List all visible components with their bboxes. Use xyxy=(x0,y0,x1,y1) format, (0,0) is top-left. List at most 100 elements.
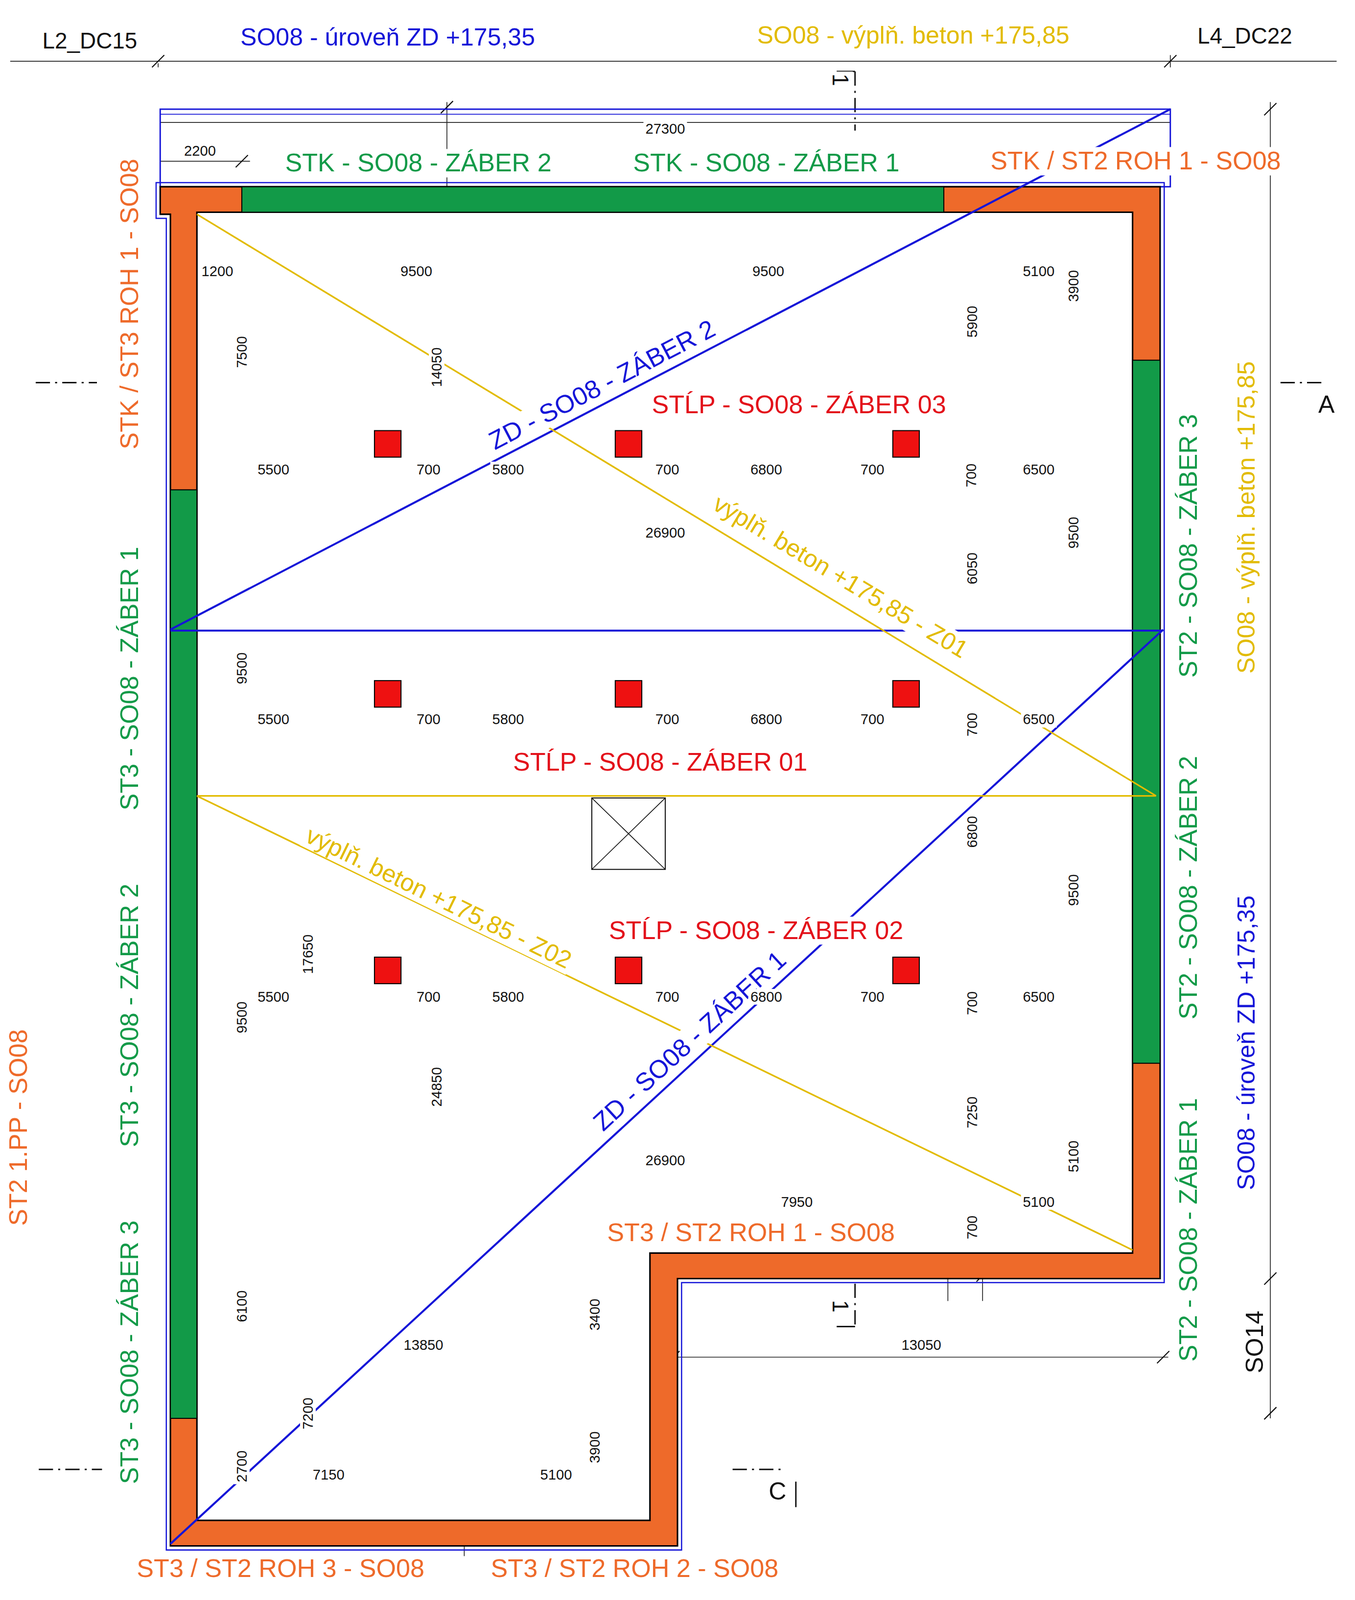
dimension-value: 5500 xyxy=(255,988,292,1005)
section-mark xyxy=(854,71,856,131)
dimension-lines xyxy=(10,55,1337,1557)
dimension-value: 9500 xyxy=(233,999,250,1036)
dimension-value: 6800 xyxy=(748,461,785,478)
dimension-tick xyxy=(1157,1350,1170,1363)
dimension-value: 7150 xyxy=(310,1466,347,1483)
dimension-value: 6500 xyxy=(1020,711,1057,727)
zone-label: SO08 - výplň. beton +175,85 xyxy=(754,22,1072,49)
zone-line xyxy=(170,629,1164,1544)
dimension-value: 9500 xyxy=(233,650,250,687)
column xyxy=(892,680,920,707)
dimension-value: 7500 xyxy=(233,334,250,371)
column xyxy=(615,957,642,984)
column xyxy=(892,957,920,984)
column xyxy=(374,430,401,458)
dimension-value: 700 xyxy=(858,461,887,478)
dimension-value: 6500 xyxy=(1020,988,1057,1005)
dimension-line xyxy=(10,60,1337,62)
column xyxy=(374,957,401,984)
floor-opening xyxy=(591,797,666,870)
dimension-value: 7250 xyxy=(964,1094,981,1130)
dimension-value: 700 xyxy=(858,988,887,1005)
zone-label: STK / ST3 ROH 1 - SO08 xyxy=(115,156,144,451)
dimension-tick xyxy=(235,155,248,168)
zone-label: L2_DC15 xyxy=(40,28,140,53)
zone-line xyxy=(170,109,1171,630)
dimension-tick xyxy=(1263,1406,1277,1420)
opening-cross xyxy=(591,797,666,870)
dimension-value: 6800 xyxy=(748,711,785,727)
zone-label: ST3 / ST2 ROH 1 - SO08 xyxy=(605,1218,897,1247)
opening-cross xyxy=(591,797,666,870)
dimension-value: 700 xyxy=(964,989,981,1018)
opening-frame xyxy=(591,797,666,870)
dimension-value: 700 xyxy=(414,711,443,727)
zone-label: STĹP - SO08 - ZÁBER 02 xyxy=(607,916,906,945)
dimension-tick xyxy=(440,100,453,114)
dimension-value: 6800 xyxy=(748,988,785,1005)
zone-lines xyxy=(170,109,1171,1544)
dimension-value: 5900 xyxy=(964,303,981,340)
dimension-value: 9500 xyxy=(1065,514,1082,551)
zone-label: STĹP - SO08 - ZÁBER 01 xyxy=(511,747,810,776)
dimension-value: 700 xyxy=(414,988,443,1005)
zone-label: ST2 - SO08 - ZÁBER 2 xyxy=(1174,753,1203,1022)
zone-label: SO08 - výplň. beton +175,85 xyxy=(1233,359,1261,676)
dimension-tick xyxy=(1263,1272,1277,1285)
dimension-tick xyxy=(152,55,165,68)
dimension-value: 6500 xyxy=(1020,461,1057,478)
zone-label: STĹP - SO08 - ZÁBER 03 xyxy=(649,391,948,420)
zone-label: ST2 - SO08 - ZÁBER 1 xyxy=(1174,1095,1203,1363)
section-mark xyxy=(732,1468,786,1471)
wall-stage xyxy=(241,186,944,212)
dimension-value: 3900 xyxy=(1065,267,1082,304)
dimension-value: 24850 xyxy=(428,1064,445,1109)
wall-stage xyxy=(1132,360,1161,1064)
zone-label: ST3 - SO08 - ZÁBER 3 xyxy=(115,1218,144,1486)
foundation-outline xyxy=(156,182,1165,1550)
zone-label: ST3 - SO08 - ZÁBER 2 xyxy=(115,881,144,1149)
zone-label: 1 xyxy=(828,1297,853,1315)
dimension-line xyxy=(157,63,159,68)
dimension-value: 3900 xyxy=(586,1428,603,1465)
parapet-line xyxy=(160,114,1170,116)
dimension-value: 700 xyxy=(964,710,981,739)
dimension-line xyxy=(160,160,250,162)
zone-label: ST3 - SO08 - ZÁBER 1 xyxy=(115,544,144,813)
dimension-value: 9500 xyxy=(398,263,435,280)
zone-label: STK - SO08 - ZÁBER 2 xyxy=(282,149,554,178)
zone-label: A xyxy=(1316,391,1337,419)
dimension-value: 5800 xyxy=(490,988,527,1005)
dimension-value: 700 xyxy=(858,711,887,727)
zone-line xyxy=(196,794,1156,797)
zone-label: ZD - SO08 - ZÁBER 1 xyxy=(586,944,794,1138)
section-arrow xyxy=(794,1481,797,1507)
dimension-value: 700 xyxy=(414,461,443,478)
dimension-value: 700 xyxy=(653,711,682,727)
wall-inner xyxy=(196,212,1133,1521)
dimension-value: 5800 xyxy=(490,461,527,478)
dimension-value: 6800 xyxy=(964,813,981,850)
dimension-value: 26900 xyxy=(643,1152,687,1169)
wall-outer xyxy=(160,186,1161,1546)
zone-label: ST3 / ST2 ROH 3 - SO08 xyxy=(134,1554,427,1583)
section-arrow xyxy=(836,1325,856,1328)
zone-label: SO08 - úroveň ZD +175,35 xyxy=(1233,893,1261,1192)
dimension-value: 700 xyxy=(964,1213,981,1242)
zone-label: ST2 1.PP - SO08 xyxy=(4,1027,33,1228)
dimension-value: 9500 xyxy=(1065,871,1082,908)
zone-label: ST2 - SO08 - ZÁBER 3 xyxy=(1174,412,1203,680)
dimension-value: 5800 xyxy=(490,711,527,727)
zone-label: 1 xyxy=(828,71,853,89)
dimension-value: 5100 xyxy=(1020,263,1057,280)
dimension-value: 9500 xyxy=(750,263,787,280)
column xyxy=(615,430,642,458)
dimension-value: 14050 xyxy=(428,345,445,390)
section-mark xyxy=(38,1468,102,1471)
column xyxy=(892,430,920,458)
dimension-value: 5100 xyxy=(1065,1138,1082,1174)
zone-label: výplň. beton +175,85 - Z02 xyxy=(300,820,578,975)
zone-label: SO08 - úroveň ZD +175,35 xyxy=(238,24,538,52)
